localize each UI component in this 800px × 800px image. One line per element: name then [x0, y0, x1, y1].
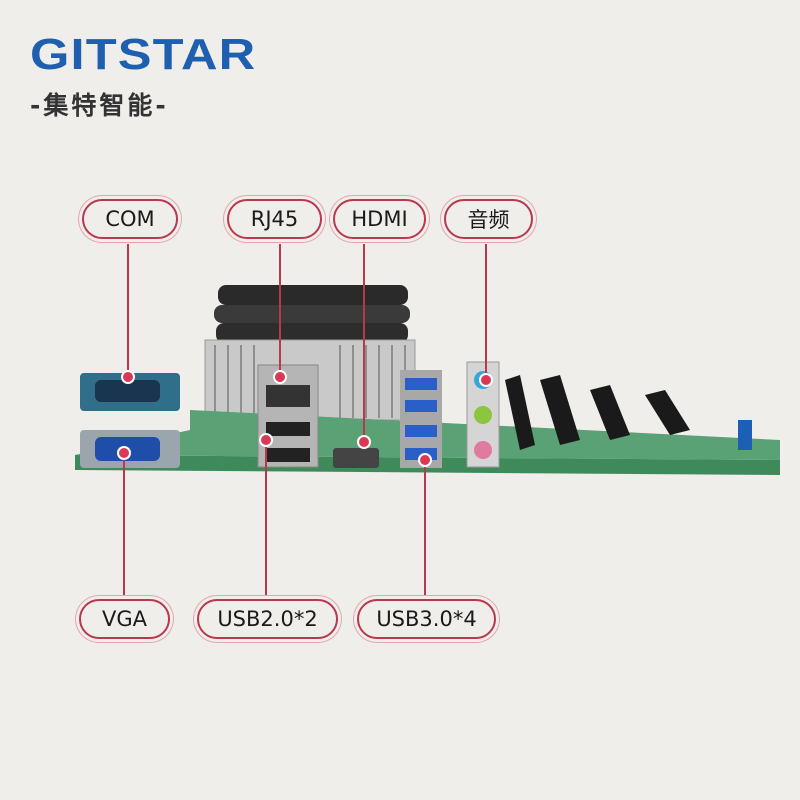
label-audio: 音频	[444, 199, 533, 239]
brand-logo: GITSTAR	[30, 30, 257, 79]
label-usb3: USB3.0*4	[357, 599, 496, 639]
leader-dots	[117, 370, 493, 467]
label-hdmi: HDMI	[333, 199, 426, 239]
hdmi-port	[333, 448, 379, 468]
header-connector	[738, 420, 752, 450]
label-rj45: RJ45	[227, 199, 322, 239]
label-vga: VGA	[79, 599, 170, 639]
label-com: COM	[82, 199, 178, 239]
brand-subtitle: -集特智能-	[30, 91, 169, 120]
label-usb2: USB2.0*2	[197, 599, 338, 639]
leader-lines	[123, 244, 487, 595]
pcie-slots	[505, 375, 690, 450]
